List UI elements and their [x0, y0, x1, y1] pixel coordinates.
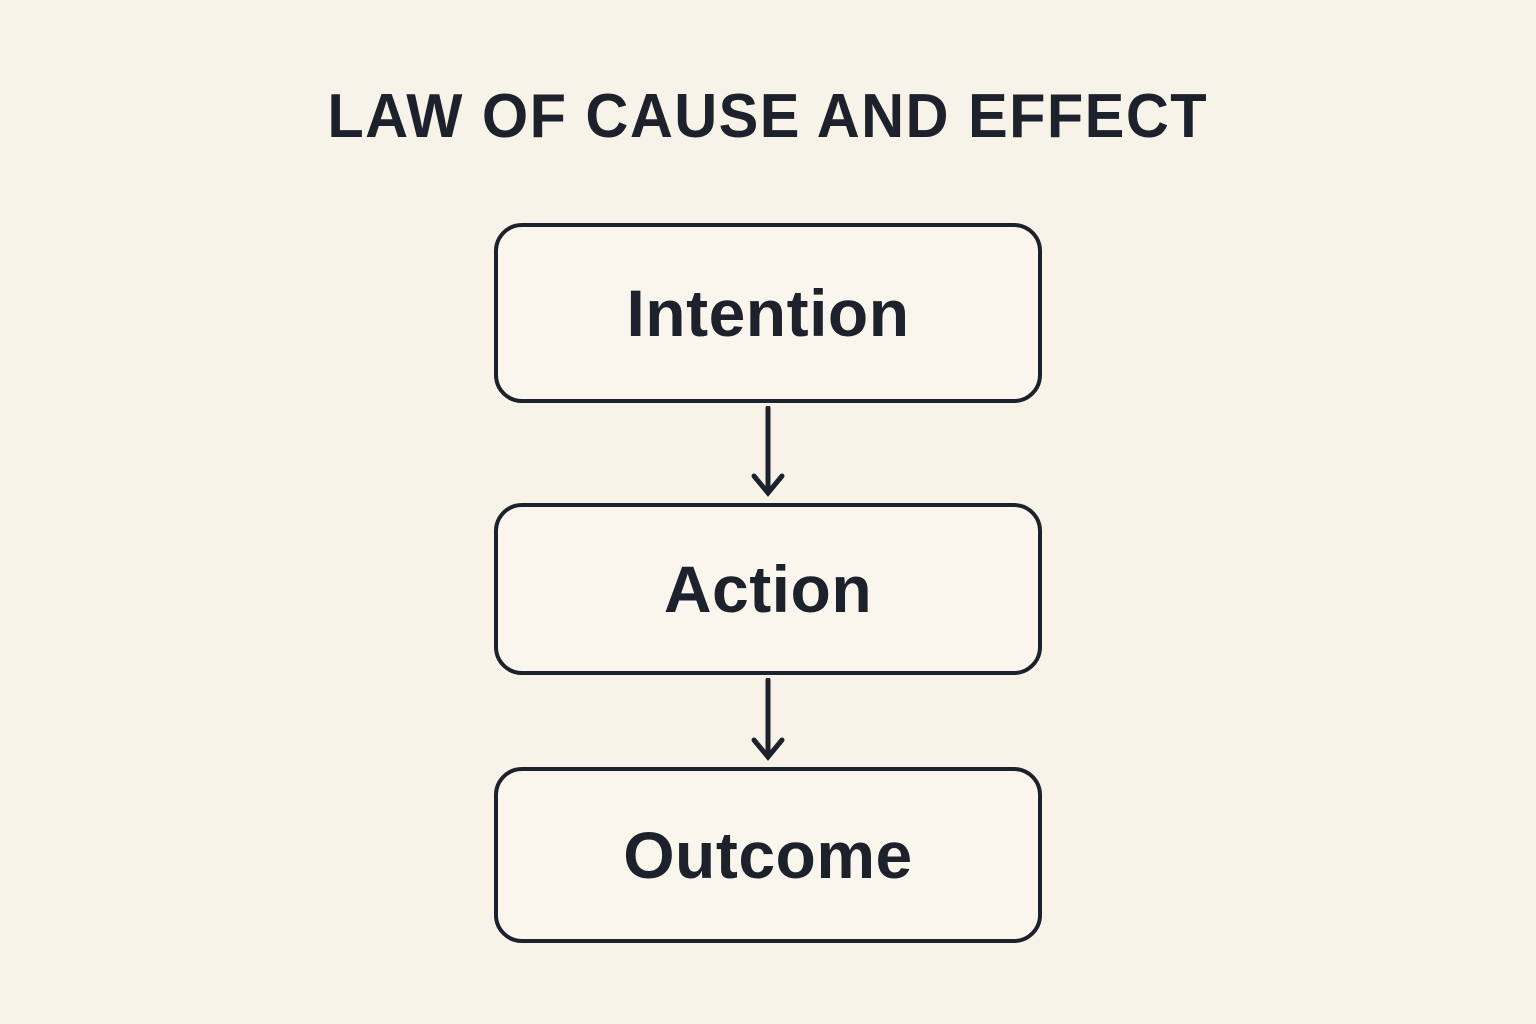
arrow-intention-to-action-icon	[751, 406, 785, 497]
arrow-action-to-outcome-icon	[751, 678, 785, 761]
flowchart: Intention Action Outcome	[494, 223, 1042, 943]
node-outcome: Outcome	[494, 767, 1042, 943]
node-action-label: Action	[663, 552, 873, 626]
node-intention-label: Intention	[626, 276, 910, 350]
node-outcome-label: Outcome	[623, 818, 913, 892]
node-action: Action	[494, 503, 1042, 675]
node-intention: Intention	[494, 223, 1042, 403]
diagram-title: LAW OF CAUSE AND EFFECT	[327, 82, 1209, 151]
